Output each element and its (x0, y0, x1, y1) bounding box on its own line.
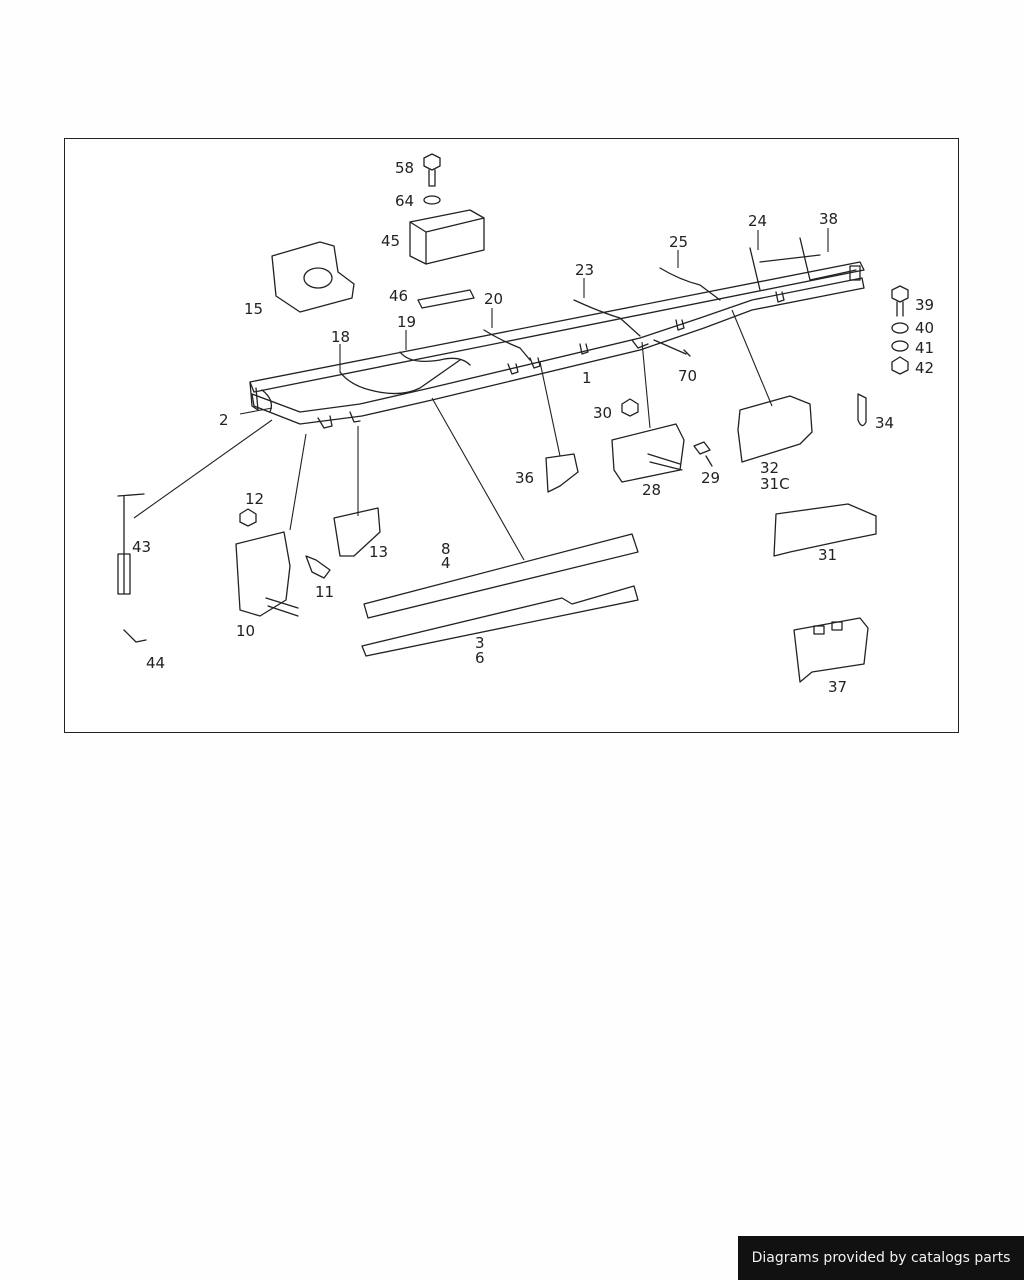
label-64: 64 (395, 192, 414, 210)
label-24: 24 (748, 212, 767, 230)
label-12: 12 (245, 490, 264, 508)
label-8: 8 (441, 540, 451, 558)
pin-43-icon (117, 493, 145, 595)
label-32: 32 (760, 459, 779, 477)
label-20: 20 (484, 290, 503, 308)
chassis-frame (249, 237, 865, 429)
bolt-11-icon (305, 555, 331, 579)
label-13: 13 (369, 543, 388, 561)
label-25: 25 (669, 233, 688, 251)
label-30: 30 (593, 404, 612, 422)
label-37: 37 (828, 678, 847, 696)
label-31: 31 (818, 546, 837, 564)
label-2: 2 (219, 411, 229, 429)
bracket-15-icon (271, 241, 355, 313)
label-42: 42 (915, 359, 934, 377)
rail-3-6-icon (361, 585, 639, 657)
label-44: 44 (146, 654, 165, 672)
mount-31-icon (773, 503, 877, 557)
spring-hanger-10-icon (235, 531, 299, 617)
label-19: 19 (397, 313, 416, 331)
label-18: 18 (331, 328, 350, 346)
nut-30-icon (621, 398, 639, 417)
label-43: 43 (132, 538, 151, 556)
washer-64-icon (423, 195, 441, 205)
label-45: 45 (381, 232, 400, 250)
label-36: 36 (515, 469, 534, 487)
label-23: 23 (575, 261, 594, 279)
bolt-70-icon (653, 339, 691, 357)
block-45-icon (409, 209, 485, 265)
label-11: 11 (315, 583, 334, 601)
fasteners-39-42-icon (891, 285, 909, 375)
bracket-13-icon (333, 507, 381, 557)
rail-8-4-icon (363, 533, 639, 619)
label-40: 40 (915, 319, 934, 337)
plate-46-icon (417, 289, 475, 309)
callout-labels: 58 64 45 15 46 18 19 20 23 25 24 38 39 4… (132, 159, 934, 696)
label-15: 15 (244, 300, 263, 318)
spring-hanger-28-icon (611, 423, 685, 483)
label-34: 34 (875, 414, 894, 432)
bracket-37-icon (793, 617, 869, 683)
label-29: 29 (701, 469, 720, 487)
label-41: 41 (915, 339, 934, 357)
label-1: 1 (582, 369, 592, 387)
footer-text: Diagrams provided by catalogs parts (751, 1250, 1011, 1266)
bracket-36-icon (545, 453, 579, 493)
label-6: 6 (475, 649, 485, 667)
leader-lines (133, 228, 829, 561)
label-70: 70 (678, 367, 697, 385)
attribution-footer: Diagrams provided by catalogs parts (738, 1236, 1024, 1280)
label-10: 10 (236, 622, 255, 640)
label-31C: 31C (760, 475, 790, 493)
clip-34-icon (857, 393, 867, 427)
label-46: 46 (389, 287, 408, 305)
label-28: 28 (642, 481, 661, 499)
label-39: 39 (915, 296, 934, 314)
bolt-29-icon (693, 441, 713, 467)
nut-12-icon (239, 508, 257, 527)
bolt-58-icon (423, 153, 441, 187)
label-4: 4 (441, 554, 451, 572)
label-3: 3 (475, 634, 485, 652)
label-58: 58 (395, 159, 414, 177)
label-38: 38 (819, 210, 838, 228)
bracket-32-icon (737, 395, 813, 463)
clip-44-icon (123, 629, 147, 643)
